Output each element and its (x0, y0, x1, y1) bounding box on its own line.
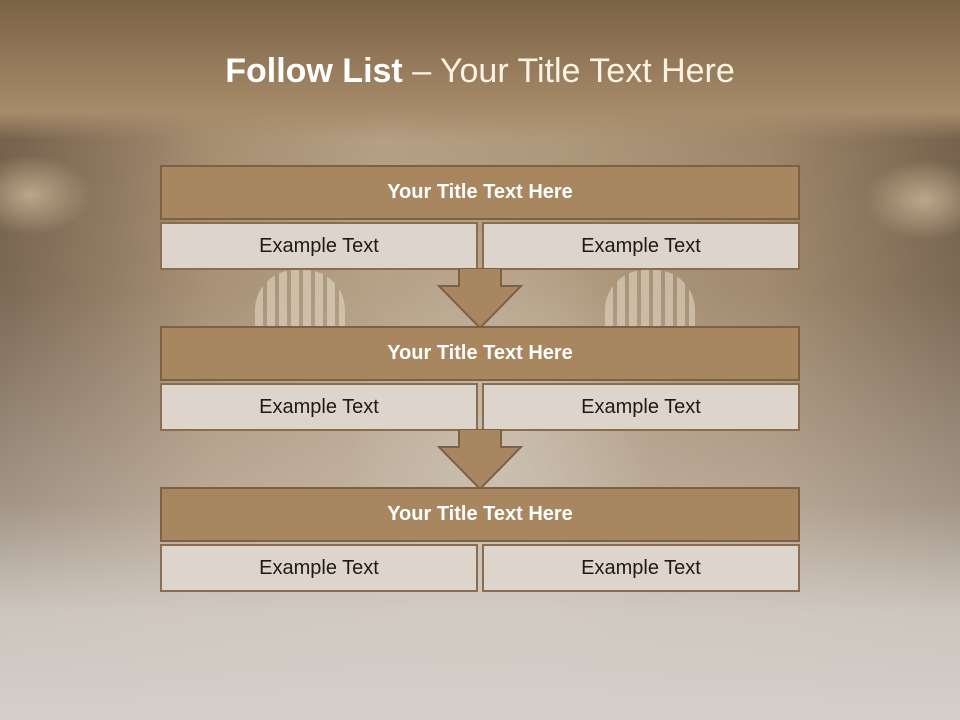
block-cell-right: Example Text (482, 544, 800, 592)
down-arrow-icon (437, 429, 523, 491)
list-block-1: Your Title Text Here Example Text Exampl… (160, 165, 800, 270)
slide-title: Follow List – Your Title Text Here (0, 52, 960, 91)
list-block-3: Your Title Text Here Example Text Exampl… (160, 487, 800, 592)
block-cell-left: Example Text (160, 222, 478, 270)
block-row: Example Text Example Text (160, 222, 800, 270)
block-cell-right: Example Text (482, 383, 800, 431)
block-cell-left: Example Text (160, 383, 478, 431)
block-row: Example Text Example Text (160, 383, 800, 431)
slide-title-rest: – Your Title Text Here (402, 52, 735, 90)
block-cell-left: Example Text (160, 544, 478, 592)
block-row: Example Text Example Text (160, 544, 800, 592)
down-arrow-icon (437, 268, 523, 330)
block-cell-right: Example Text (482, 222, 800, 270)
slide-title-bold: Follow List (225, 52, 403, 90)
block-title: Your Title Text Here (160, 487, 800, 542)
block-title: Your Title Text Here (160, 165, 800, 220)
header-band (0, 0, 960, 140)
block-title: Your Title Text Here (160, 326, 800, 381)
list-block-2: Your Title Text Here Example Text Exampl… (160, 326, 800, 431)
